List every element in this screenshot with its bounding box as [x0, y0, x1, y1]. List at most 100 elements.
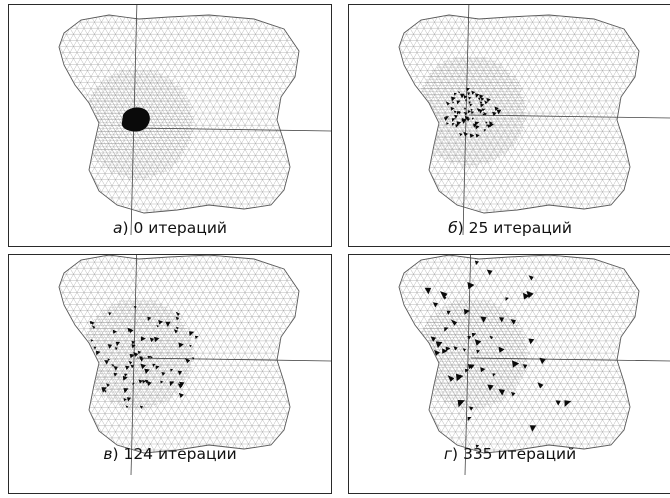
element-mark — [470, 108, 473, 112]
element-mark — [496, 109, 502, 115]
element-mark — [130, 353, 135, 358]
element-mark — [140, 363, 146, 370]
element-mark — [487, 124, 492, 128]
element-mark — [451, 118, 456, 122]
element-mark — [170, 368, 174, 372]
caption-c: в) 124 итерации — [9, 445, 331, 463]
element-mark — [127, 327, 132, 333]
element-mark — [454, 114, 458, 119]
mesh-diagram-a — [58, 5, 331, 236]
element-mark — [459, 132, 463, 137]
element-mark — [152, 363, 156, 367]
caption-text: ) 124 итерации — [112, 445, 237, 463]
element-mark — [491, 123, 494, 127]
element-mark — [125, 405, 129, 409]
element-mark — [147, 316, 152, 321]
element-mark — [510, 319, 516, 325]
element-mark — [480, 103, 485, 108]
element-mark — [156, 325, 159, 328]
element-mark — [471, 90, 476, 95]
element-mark — [452, 123, 455, 126]
mesh-diagram-c — [58, 255, 331, 476]
element-mark — [147, 356, 151, 359]
element-mark — [463, 309, 470, 315]
element-mark — [132, 382, 135, 386]
element-mark — [452, 101, 455, 104]
element-mark — [444, 327, 449, 332]
element-mark — [467, 282, 475, 290]
element-mark — [484, 100, 488, 105]
element-mark — [537, 382, 544, 389]
element-mark — [482, 113, 485, 116]
element-mark — [466, 87, 470, 92]
element-mark — [139, 356, 143, 360]
element-mark — [175, 316, 180, 321]
domain-outline — [58, 255, 300, 454]
element-mark — [469, 406, 474, 411]
element-mark — [131, 344, 136, 349]
element-mark — [528, 275, 534, 281]
element-mark — [456, 100, 461, 105]
element-mark — [93, 346, 97, 350]
mesh-refined-lines — [82, 300, 195, 411]
element-mark — [471, 332, 477, 338]
element-mark — [443, 117, 448, 121]
element-mark — [492, 111, 497, 117]
element-mark — [498, 346, 505, 353]
element-mark — [456, 111, 461, 115]
element-mark — [453, 92, 457, 96]
element-mark — [486, 97, 491, 103]
element-mark — [160, 380, 164, 384]
element-mark — [194, 335, 199, 340]
element-mark — [443, 296, 447, 300]
element-mark — [455, 124, 459, 128]
element-mark — [465, 115, 470, 120]
element-mark — [483, 129, 487, 132]
element-mark — [106, 383, 110, 387]
element-mark — [467, 336, 472, 340]
element-mark — [424, 287, 432, 295]
panel-b: б) 25 итераций — [348, 4, 670, 247]
element-mark — [461, 118, 466, 122]
element-mark — [489, 335, 494, 340]
element-mark — [142, 379, 146, 384]
element-mark — [445, 346, 451, 352]
element-mark — [456, 373, 464, 382]
element-mark — [189, 344, 192, 348]
element-mark — [107, 344, 113, 349]
element-mark — [125, 365, 130, 371]
element-mark — [155, 365, 160, 370]
element-mark — [494, 106, 499, 111]
caption-letter: б — [448, 219, 458, 237]
element-mark — [487, 384, 494, 391]
element-mark — [154, 336, 160, 343]
element-mark — [468, 96, 472, 100]
mesh-group — [398, 255, 670, 476]
vertical-axis — [130, 255, 138, 476]
element-mark — [475, 444, 480, 449]
element-mark — [114, 347, 118, 351]
element-mark — [467, 92, 471, 96]
element-mark — [158, 319, 163, 325]
element-mark — [463, 111, 468, 116]
caption-letter: а — [113, 219, 123, 237]
element-mark — [111, 364, 115, 367]
caption-text: ) 25 итераций — [457, 219, 572, 237]
element-mark — [498, 317, 505, 323]
element-mark — [130, 364, 134, 369]
element-mark — [191, 357, 195, 360]
element-mark — [470, 111, 474, 115]
caption-text: ) 0 итераций — [122, 219, 227, 237]
element-mark — [435, 341, 443, 349]
element-mark — [442, 348, 448, 354]
element-mark — [476, 349, 480, 354]
panel-d: г) 335 итераций — [348, 254, 670, 494]
element-mark — [460, 93, 465, 99]
element-mark — [479, 94, 484, 99]
element-mark — [492, 373, 496, 377]
element-mark — [107, 358, 111, 361]
element-mark — [511, 392, 516, 397]
element-mark — [481, 108, 485, 112]
element-mark — [483, 111, 487, 116]
element-mark — [184, 357, 191, 364]
